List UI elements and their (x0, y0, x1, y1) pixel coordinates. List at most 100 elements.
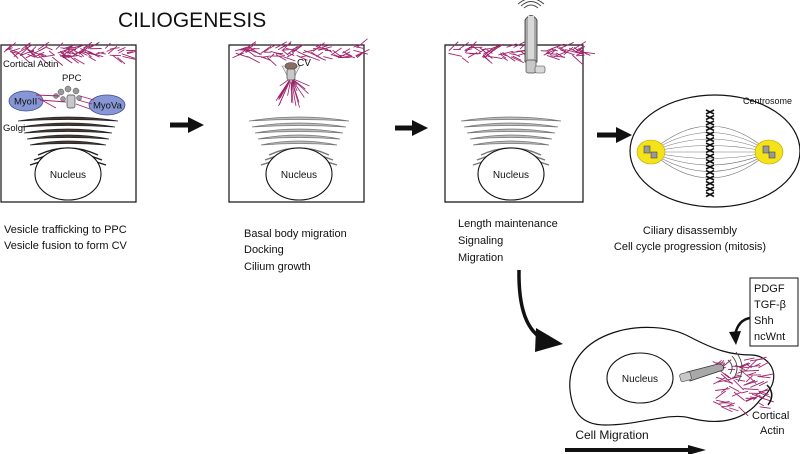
actin-filament (277, 45, 286, 51)
actin-filament (122, 56, 136, 60)
actin-filament (712, 401, 722, 406)
chromosome (705, 153, 715, 159)
actin-filament (713, 377, 726, 385)
actin-filament (37, 41, 50, 50)
actin-filament (752, 395, 759, 401)
actin-filament (269, 53, 275, 59)
actin-filament (282, 56, 296, 62)
actin-filament (737, 369, 748, 374)
actin-filament (106, 48, 114, 52)
actin-filament (78, 47, 89, 55)
actin-filament (260, 45, 272, 54)
actin-filament (513, 41, 526, 48)
migrating-cell: Nucleus (569, 326, 775, 426)
actin-filament (19, 44, 32, 56)
basal-body (66, 94, 76, 109)
actin-filament (331, 54, 340, 58)
arrowhead (729, 331, 741, 345)
actin-filament (750, 377, 757, 384)
signal-waves (517, 0, 545, 9)
actin-filament (758, 402, 764, 407)
actin-filament (285, 47, 298, 52)
actin-filament (549, 50, 556, 56)
actin-filament (25, 42, 31, 48)
actin-filament (107, 45, 118, 55)
caption-line-1: Vesicle trafficking to PPC (4, 224, 127, 236)
actin-filament (448, 52, 462, 57)
actin-filament (546, 55, 560, 61)
actin-filament (52, 56, 64, 67)
actin-filament (318, 56, 327, 61)
actin-filament (356, 38, 368, 49)
spindle-fiber (650, 151, 770, 172)
actin-filament (756, 356, 767, 361)
actin-filament (104, 42, 111, 49)
actin-filament (746, 371, 757, 376)
actin-filament (720, 373, 733, 385)
actin-filament (63, 45, 74, 50)
golgi-cisterna (20, 122, 116, 128)
arrowhead (412, 120, 428, 136)
actin-filament (237, 46, 251, 57)
actin-filament (565, 49, 579, 54)
actin-filament (235, 47, 247, 52)
panel-primary-cilium: Nucleus (444, 0, 596, 203)
actin-filament (448, 41, 459, 52)
chromosome (705, 169, 715, 176)
actin-filament (727, 402, 735, 407)
actin-filament (43, 54, 55, 58)
actin-filament (731, 391, 742, 397)
golgi-cisterna (26, 134, 110, 140)
actin-filament (87, 50, 100, 58)
actin-filament (117, 57, 126, 65)
actin-filament (235, 52, 249, 58)
actin-filament (83, 41, 93, 49)
actin-filament (290, 77, 300, 108)
caption-line-3: Cilium growth (244, 261, 311, 273)
golgi-cisterna (248, 116, 350, 122)
actin-filament (519, 43, 526, 50)
actin-filament (88, 56, 96, 62)
actin-filament (286, 53, 294, 58)
actin-filament (65, 51, 71, 55)
actin-links (35, 94, 95, 110)
actin-filament (733, 379, 744, 391)
signal-pdgf: PDGF (754, 283, 785, 295)
actin-filament (322, 44, 330, 48)
signal-ligand-box (749, 277, 799, 347)
nucleus (34, 147, 102, 201)
actin-filament (719, 400, 730, 404)
chromosome (705, 131, 715, 137)
actin-filament (545, 48, 552, 54)
actin-filament (338, 54, 352, 58)
actin-filament (266, 56, 277, 66)
actin-filament (457, 42, 469, 51)
actin-filament (467, 52, 478, 58)
actin-filament (31, 50, 44, 57)
centrosome-label: Centrosome (743, 96, 792, 106)
actin-filament (510, 56, 524, 64)
basal-body (525, 59, 537, 74)
actin-filament (126, 51, 134, 54)
chromosome (705, 158, 715, 165)
actin-filament (758, 389, 770, 393)
actin-filament (758, 381, 768, 387)
actin-filament (733, 391, 745, 401)
actin-filament (759, 396, 774, 403)
actin-filament (498, 50, 514, 56)
actin-filament (729, 407, 739, 412)
actin-filament (551, 48, 558, 52)
caption-line-2: Signaling (458, 235, 503, 247)
panel-mitotic-cell: Centrosome (629, 94, 800, 208)
actin-filament (55, 42, 64, 50)
leader-line (766, 384, 773, 406)
actin-filament (739, 369, 751, 379)
actin-filament (345, 53, 356, 59)
signal-tgf-beta: TGF-β (754, 299, 786, 311)
actin-filament (578, 46, 586, 51)
ppc-label: PPC (62, 73, 82, 84)
actin-filament (555, 52, 565, 59)
chromosome (705, 114, 715, 121)
actin-filament (281, 49, 290, 56)
actin-filament (286, 45, 298, 56)
